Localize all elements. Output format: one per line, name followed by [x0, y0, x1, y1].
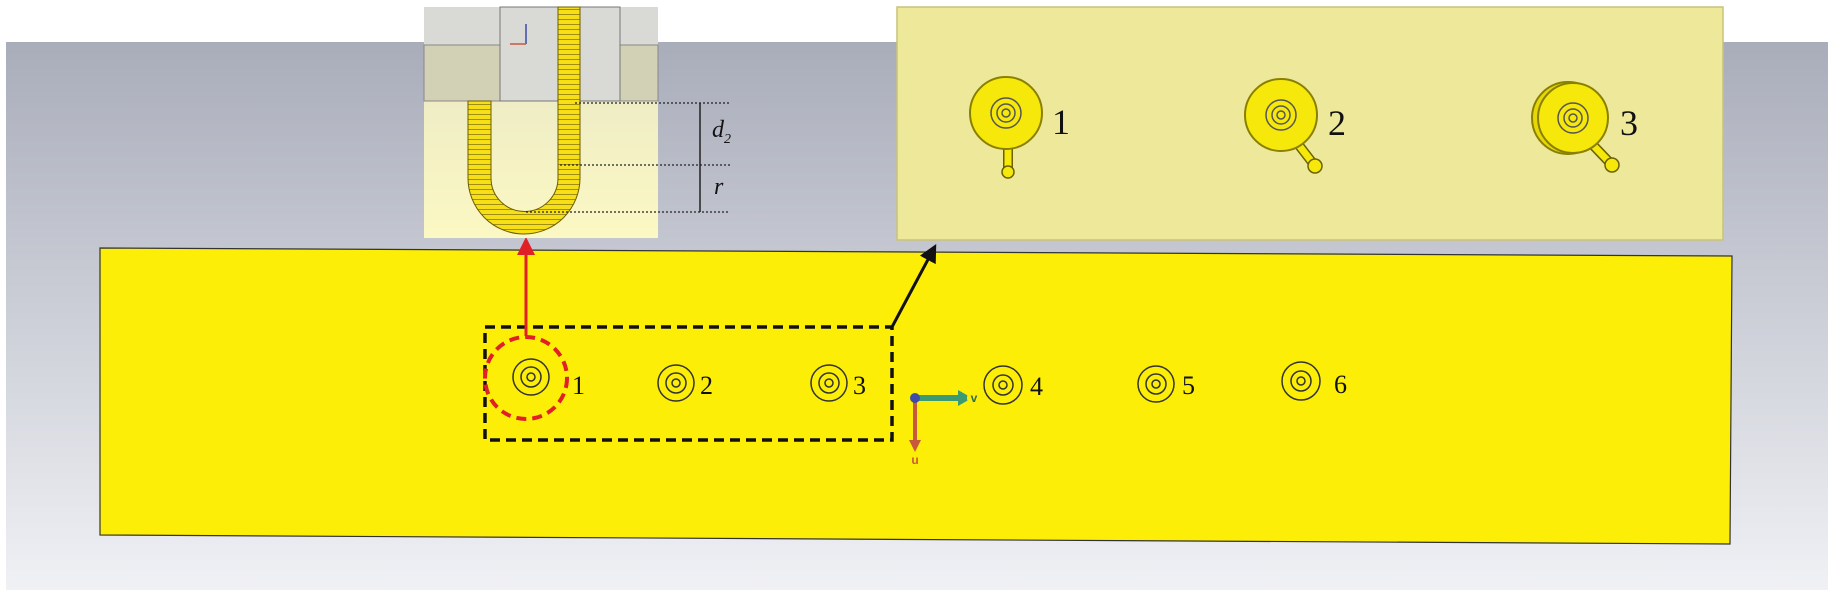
port-2-label: 2 — [700, 371, 713, 400]
port-1: 1 — [512, 358, 585, 400]
zoom-port-2: 2 — [1244, 78, 1346, 174]
zoom-port-1: 1 — [969, 76, 1070, 179]
port-2: 2 — [657, 364, 713, 402]
axis-u-label: u — [911, 453, 918, 467]
selection-box — [483, 325, 894, 442]
port-3-label: 3 — [853, 371, 866, 400]
port-3: 3 — [810, 364, 866, 402]
cross-section-inset: d2 r — [423, 6, 731, 238]
zoom-port-3-label: 3 — [1620, 103, 1638, 143]
highlight-circle — [483, 335, 569, 421]
axis-v-label: v — [971, 391, 978, 405]
zoom-port-2-label: 2 — [1328, 103, 1346, 143]
port-4: 4 — [983, 365, 1043, 405]
port-4-label: 4 — [1030, 372, 1043, 401]
axis-indicator: v u — [908, 390, 981, 467]
port-1-label: 1 — [572, 371, 585, 400]
black-arrow — [890, 244, 937, 328]
port-5: 5 — [1137, 365, 1195, 403]
dim-r-label: r — [714, 174, 724, 200]
zoom-port-1-label: 1 — [1052, 102, 1070, 142]
zoom-port-3: 3 — [1531, 81, 1638, 173]
u-probe — [467, 6, 581, 235]
port-5-label: 5 — [1182, 371, 1195, 400]
port-6-label: 6 — [1334, 370, 1347, 399]
port-6: 6 — [1281, 361, 1347, 401]
dim-d2-label: d2 — [712, 117, 731, 147]
zoom-panel: 1 2 3 — [896, 6, 1724, 241]
